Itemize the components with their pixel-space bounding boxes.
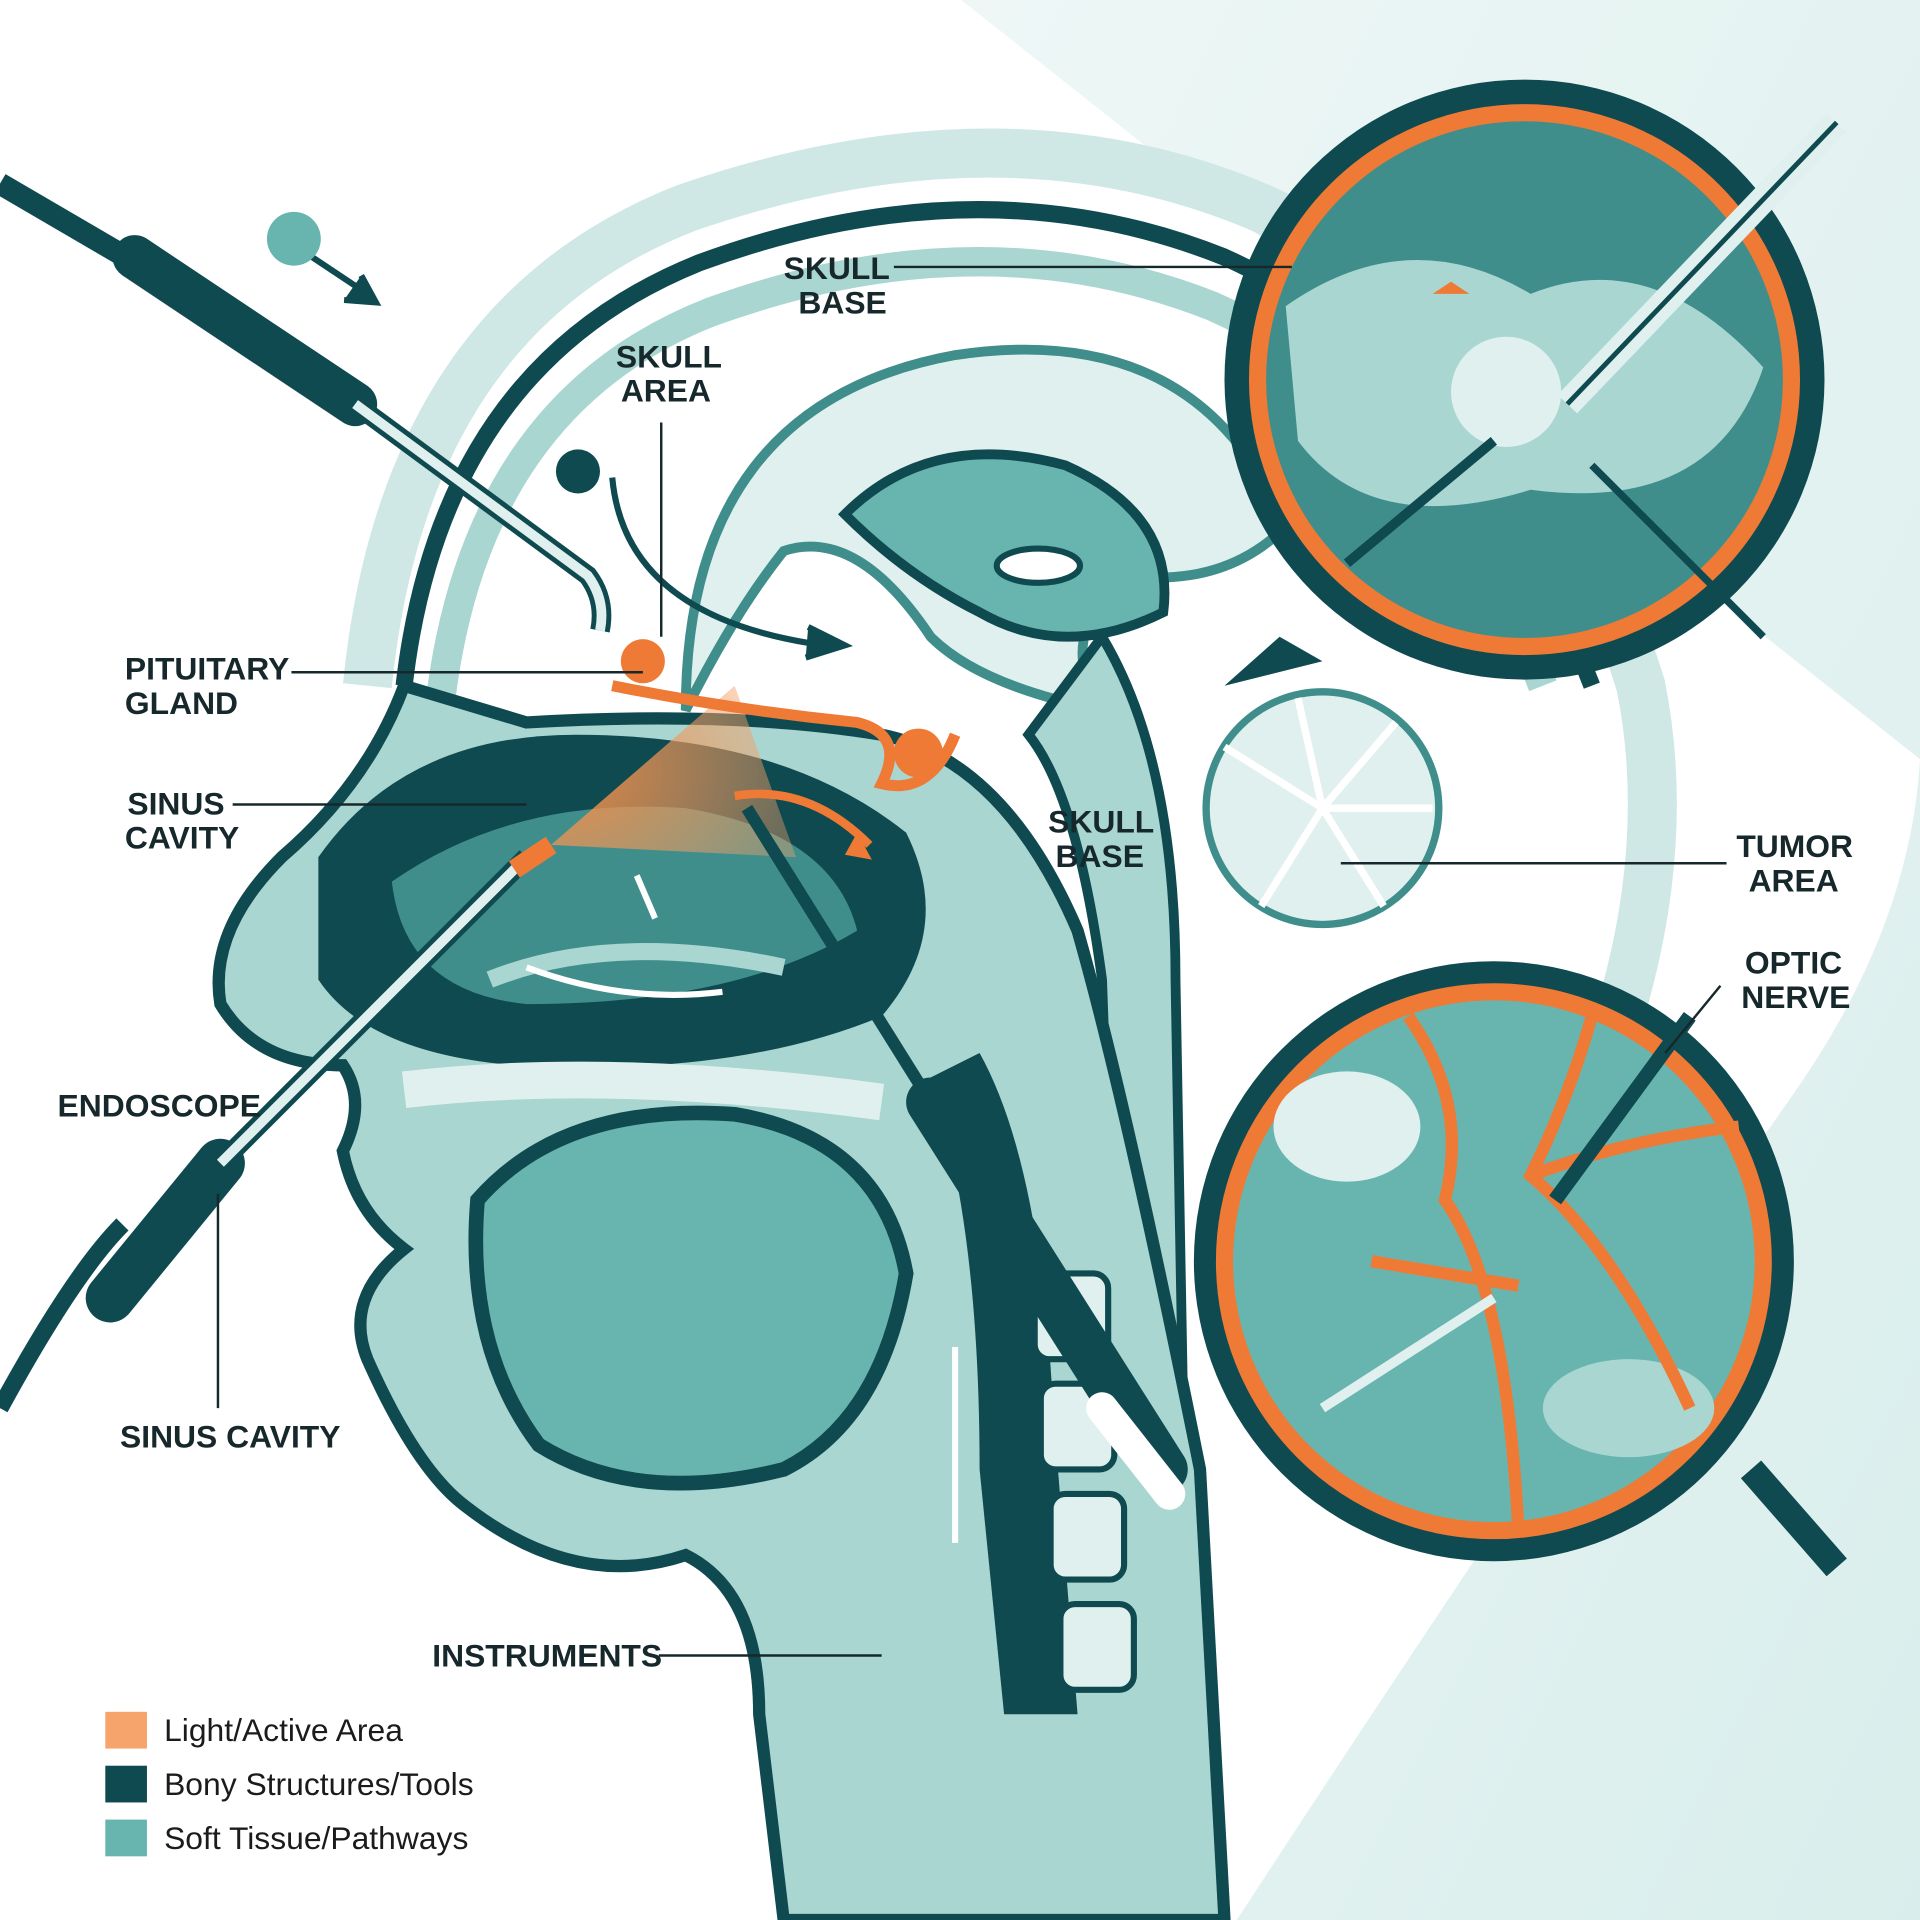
legend-swatch-light (105, 1711, 147, 1749)
legend-swatch-bony (105, 1765, 147, 1803)
label-instruments: INSTRUMENTS (432, 1638, 662, 1674)
cerebellum (1202, 688, 1443, 929)
light-beam (551, 685, 796, 858)
instrument (741, 804, 1188, 1510)
pituitary-gland (893, 728, 943, 778)
legend: Light/Active Area Bony Structures/Tools … (105, 1711, 474, 1857)
info-icon (555, 449, 600, 494)
legend-label-soft: Soft Tissue/Pathways (164, 1820, 468, 1856)
endoscope-upper (0, 174, 612, 633)
pituitary-pathway (611, 680, 961, 792)
tongue (468, 1105, 914, 1491)
label-sinus-cavity-lower: SINUS CAVITY (120, 1418, 340, 1454)
legend-swatch-soft (105, 1819, 147, 1857)
inset-view-optic-nerve (1193, 961, 1847, 1577)
legend-label-light: Light/Active Area (164, 1712, 403, 1748)
endoscope-lower (0, 836, 557, 1413)
leader-lines (216, 265, 1727, 1657)
airway (930, 1053, 1078, 1715)
label-endoscope: ENDOSCOPE (58, 1088, 261, 1124)
inset-view-tumor (1224, 79, 1847, 686)
flow-arrows (310, 254, 959, 1543)
skull-outline (342, 128, 1677, 1237)
brain-icon (266, 211, 321, 266)
legend-label-bony: Bony Structures/Tools (164, 1766, 474, 1802)
